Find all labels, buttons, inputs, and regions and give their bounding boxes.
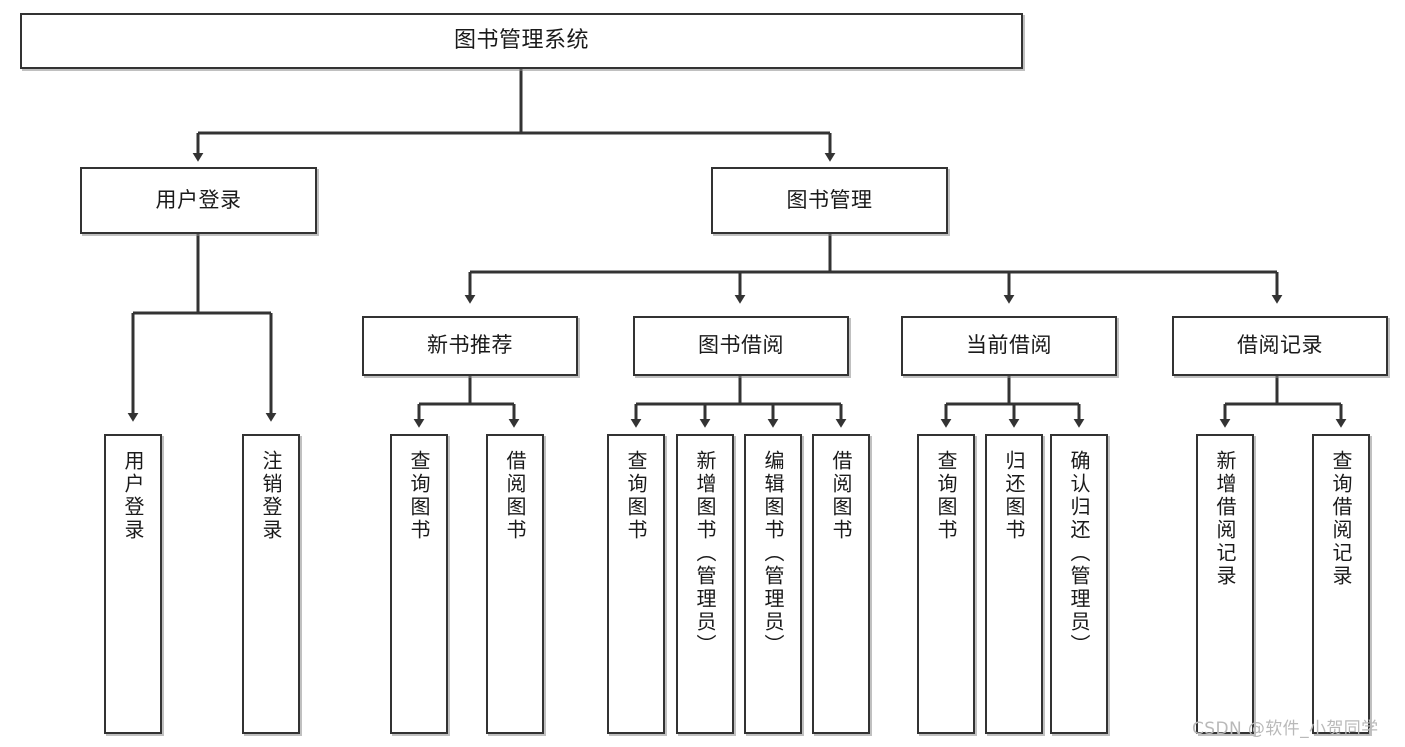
node-borrow-record[interactable]: 借阅记录 <box>1172 316 1388 376</box>
node-user-login[interactable]: 用户登录 <box>80 167 317 234</box>
node-root-book-management-system[interactable]: 图书管理系统 <box>20 13 1023 69</box>
node-label: 新增图书（管理员） <box>693 450 717 657</box>
node-label: 借阅图书 <box>503 450 527 542</box>
node-label: 用户登录 <box>121 450 145 542</box>
node-leaf-query-borrow-record[interactable]: 查询借阅记录 <box>1312 434 1370 734</box>
node-label: 查询图书 <box>407 450 431 542</box>
node-leaf-logout-login[interactable]: 注销登录 <box>242 434 300 734</box>
node-label: 查询借阅记录 <box>1329 450 1353 588</box>
node-leaf-query-book-current[interactable]: 查询图书 <box>917 434 975 734</box>
node-book-borrow[interactable]: 图书借阅 <box>633 316 849 376</box>
node-leaf-user-login[interactable]: 用户登录 <box>104 434 162 734</box>
node-label: 借阅记录 <box>1237 333 1323 358</box>
node-leaf-return-book[interactable]: 归还图书 <box>985 434 1043 734</box>
node-label: 确认归还（管理员） <box>1067 450 1091 657</box>
node-leaf-borrow-book-recommend[interactable]: 借阅图书 <box>486 434 544 734</box>
node-label: 新增借阅记录 <box>1213 450 1237 588</box>
node-leaf-confirm-return-admin[interactable]: 确认归还（管理员） <box>1050 434 1108 734</box>
node-label: 图书借阅 <box>698 333 784 358</box>
node-leaf-query-book-borrow[interactable]: 查询图书 <box>607 434 665 734</box>
node-label: 归还图书 <box>1002 450 1026 542</box>
node-leaf-add-book-admin[interactable]: 新增图书（管理员） <box>676 434 734 734</box>
node-label: 新书推荐 <box>427 333 513 358</box>
node-book-management[interactable]: 图书管理 <box>711 167 948 234</box>
node-label: 注销登录 <box>259 450 283 542</box>
node-label: 图书管理系统 <box>453 27 589 53</box>
node-label: 图书管理 <box>786 187 873 212</box>
node-label: 查询图书 <box>934 450 958 542</box>
node-leaf-query-book-recommend[interactable]: 查询图书 <box>390 434 448 734</box>
node-label: 编辑图书（管理员） <box>761 450 785 657</box>
node-leaf-borrow-book[interactable]: 借阅图书 <box>812 434 870 734</box>
node-label: 当前借阅 <box>966 333 1052 358</box>
node-leaf-add-borrow-record[interactable]: 新增借阅记录 <box>1196 434 1254 734</box>
node-leaf-edit-book-admin[interactable]: 编辑图书（管理员） <box>744 434 802 734</box>
node-current-borrow[interactable]: 当前借阅 <box>901 316 1117 376</box>
node-new-book-recommend[interactable]: 新书推荐 <box>362 316 578 376</box>
node-label: 用户登录 <box>155 187 242 212</box>
csdn-watermark: CSDN @软件_小贺同学 <box>1192 719 1379 739</box>
node-label: 查询图书 <box>624 450 648 542</box>
node-label: 借阅图书 <box>829 450 853 542</box>
